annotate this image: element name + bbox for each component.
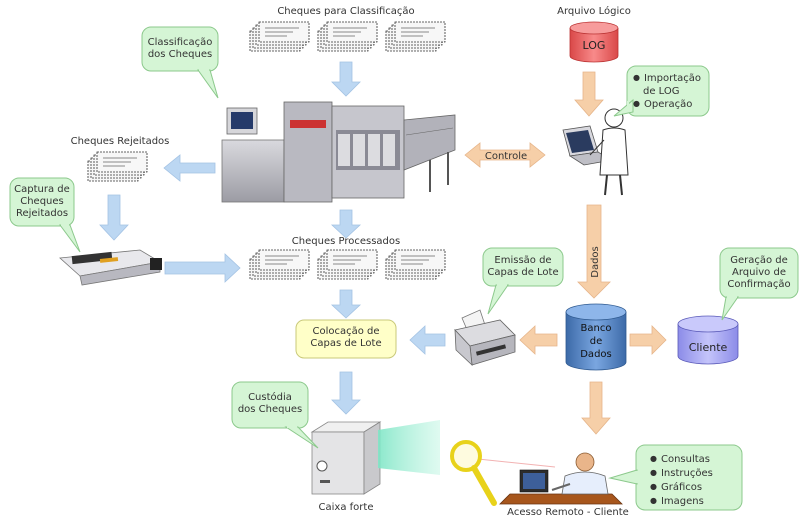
arrow-down-to-colocacao <box>330 289 362 319</box>
cliente-cylinder-icon <box>677 315 739 365</box>
magnifier-icon <box>450 440 497 506</box>
bubble-line: Cheques <box>20 196 64 207</box>
viewing-beam <box>378 420 440 475</box>
remote-client-person-icon <box>499 452 623 505</box>
controle-label: Controle <box>485 151 527 162</box>
banco-line-1: Banco <box>581 323 612 334</box>
box-line: Capas de Lote <box>310 338 382 349</box>
bubble-line: Geração de <box>730 255 788 266</box>
importacao-list: Importação de LOG Operação <box>633 72 701 111</box>
banco-de-dados-cylinder-icon <box>565 303 627 371</box>
bubble-line: dos Cheques <box>237 404 303 415</box>
bubble-line: Emissão de <box>494 255 552 266</box>
cheque-stack-icon <box>87 151 148 182</box>
cheque-stack-icon <box>249 249 310 280</box>
bubble-line: Captura de <box>14 184 70 195</box>
caixa-forte-label: Caixa forte <box>318 502 374 513</box>
arrow-left-to-colocacao <box>409 325 446 355</box>
consultas-list: Consultas Instruções Gráficos Imagens <box>650 452 713 508</box>
bubble-line: Rejeitados <box>15 208 69 219</box>
bubble-captura-text: Captura de Cheques Rejeitados <box>10 184 74 220</box>
bubble-captura <box>9 177 81 253</box>
cliente-label: Cliente <box>689 341 728 354</box>
cheque-stack-icon <box>385 249 446 280</box>
operator-laptop-icon <box>562 108 629 196</box>
cheque-stack-icon <box>317 249 378 280</box>
scanner-device-icon <box>59 249 162 286</box>
cheques-processados-label: Cheques Processados <box>291 236 401 247</box>
arrow-down-to-acesso <box>581 381 611 435</box>
list-item: de LOG <box>643 86 680 97</box>
bubble-line: Arquivo de <box>732 267 786 278</box>
cheque-stack-icon <box>385 21 446 52</box>
arquivo-logico-label: Arquivo Lógico <box>557 6 631 17</box>
arrow-left-to-printer <box>519 325 558 355</box>
bubble-geracao <box>719 247 799 321</box>
safe-icon <box>310 421 382 495</box>
banco-line-2: de <box>590 336 603 347</box>
arrow-left-to-rejected <box>163 154 216 182</box>
check-sorter-machine-icon <box>221 101 456 203</box>
bubble-geracao-text: Geração de Arquivo de Confirmação <box>720 255 798 291</box>
cheque-stack-icon <box>249 21 310 52</box>
bubble-custodia <box>231 381 319 449</box>
colocacao-text: Colocação de Capas de Lote <box>296 326 396 350</box>
arrow-right-to-processed <box>164 253 241 283</box>
bubble-line: dos Cheques <box>147 49 213 60</box>
bubble-line: Confirmação <box>727 279 791 290</box>
cheque-stack-icon <box>317 21 378 52</box>
bubble-emissao-text: Emissão de Capas de Lote <box>483 255 563 279</box>
bubble-line: Capas de Lote <box>487 267 559 278</box>
banco-line-3: Dados <box>580 349 612 360</box>
list-item: Operação <box>633 98 701 111</box>
list-item: Gráficos <box>650 480 713 494</box>
arrow-down-to-scanner <box>99 194 129 241</box>
box-line: Colocação de <box>312 326 380 337</box>
list-item: Instruções <box>650 466 713 480</box>
bubble-classificacao <box>141 26 219 99</box>
beam-line <box>477 458 556 468</box>
printer-icon <box>454 309 516 367</box>
arrow-controle-double <box>464 142 546 168</box>
bubble-custodia-text: Custódia dos Cheques <box>232 392 308 416</box>
list-item: Imagens <box>650 494 713 508</box>
arrow-down-from-log <box>574 71 604 117</box>
arrow-down-to-processed <box>330 209 362 239</box>
arrow-down-to-machine <box>331 61 361 97</box>
dados-label: Dados <box>590 246 601 278</box>
arrow-right-to-cliente <box>629 325 667 355</box>
machine-pockets <box>338 134 395 166</box>
arrow-down-to-caixa <box>331 371 361 415</box>
list-item: Consultas <box>650 452 713 466</box>
bubble-emissao <box>482 247 564 315</box>
bubble-line: Custódia <box>248 392 292 403</box>
acesso-remoto-label: Acesso Remoto - Cliente <box>507 507 629 518</box>
colocacao-box <box>295 319 397 359</box>
log-label: LOG <box>583 39 606 52</box>
bubble-line: Classificação <box>147 37 213 48</box>
cheques-classificacao-label: Cheques para Classificação <box>277 6 415 17</box>
bubble-classificacao-text: Classificação dos Cheques <box>142 37 218 61</box>
arrow-dados-down <box>577 204 611 299</box>
log-database-icon <box>569 21 619 63</box>
list-item: Importação <box>633 72 701 85</box>
cheques-rejeitados-label: Cheques Rejeitados <box>70 136 170 147</box>
